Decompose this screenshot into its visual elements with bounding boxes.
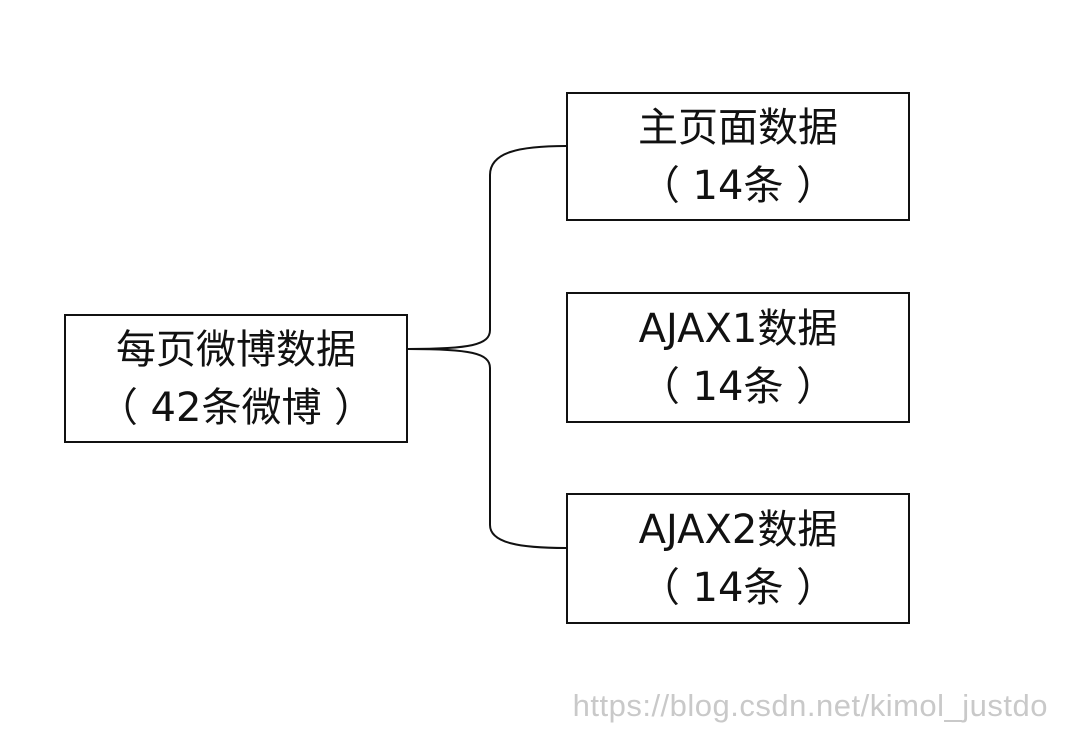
child-node-count: （ 14条 ） xyxy=(639,363,837,410)
connector-trunk xyxy=(407,145,567,350)
connector-lower xyxy=(407,348,567,549)
child-node-ajax1: AJAX1数据 （ 14条 ） xyxy=(566,292,910,423)
root-node-title: 每页微博数据 xyxy=(116,326,356,373)
root-node-box: 每页微博数据 （ 42条微博 ） xyxy=(64,314,408,443)
root-node-count: （ 42条微博 ） xyxy=(97,384,375,431)
child-node-title: AJAX1数据 xyxy=(638,305,838,352)
child-node-title: AJAX2数据 xyxy=(638,506,838,553)
child-node-count: （ 14条 ） xyxy=(639,564,837,611)
child-node-ajax2: AJAX2数据 （ 14条 ） xyxy=(566,493,910,624)
watermark-url: https://blog.csdn.net/kimol_justdo xyxy=(572,688,1048,723)
child-node-title: 主页面数据 xyxy=(638,104,838,151)
child-node-count: （ 14条 ） xyxy=(639,162,837,209)
child-node-main-page: 主页面数据 （ 14条 ） xyxy=(566,92,910,221)
